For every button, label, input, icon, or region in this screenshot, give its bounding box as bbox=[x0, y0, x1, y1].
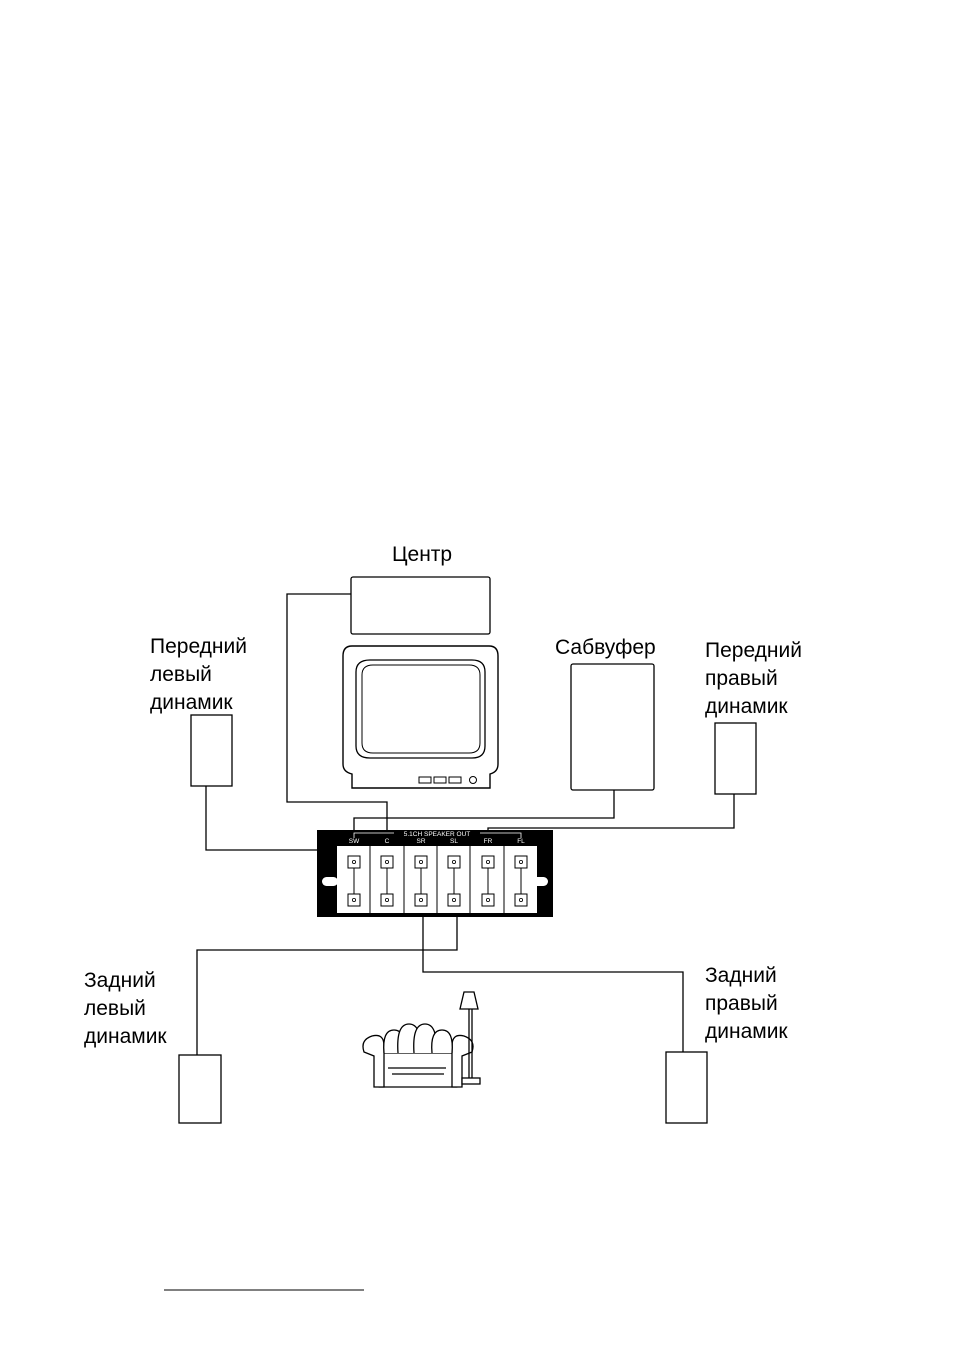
svg-text:Передний: Передний bbox=[705, 639, 802, 662]
center-speaker bbox=[351, 577, 490, 634]
channel-label-fl: FL bbox=[517, 838, 525, 845]
channel-label-c: C bbox=[385, 838, 390, 845]
terminal-screw-fr-bottom bbox=[486, 898, 489, 901]
svg-text:правый: правый bbox=[705, 667, 778, 690]
channel-label-sl: SL bbox=[450, 838, 458, 845]
rear-left-label: Задний левый динамик bbox=[84, 969, 167, 1048]
terminal-screw-sw-bottom bbox=[352, 898, 355, 901]
center-label: Центр bbox=[392, 543, 452, 566]
terminal-screw-sl-top bbox=[452, 860, 455, 863]
svg-text:Задний: Задний bbox=[84, 969, 156, 992]
svg-text:динамик: динамик bbox=[84, 1025, 167, 1048]
terminal-screw-c-top bbox=[385, 860, 388, 863]
tv-icon bbox=[343, 646, 498, 788]
front-left-wire bbox=[206, 786, 318, 850]
terminal-screw-sw-top bbox=[352, 860, 355, 863]
svg-text:Задний: Задний bbox=[705, 964, 777, 987]
terminal-screw-fr-top bbox=[486, 860, 489, 863]
front-right-label: Передний правый динамик bbox=[705, 639, 802, 718]
terminal-screw-c-bottom bbox=[385, 898, 388, 901]
front-left-speaker bbox=[191, 715, 232, 786]
front-right-speaker bbox=[715, 723, 756, 794]
rear-right-speaker bbox=[666, 1052, 707, 1123]
couch-icon bbox=[363, 1024, 473, 1087]
svg-text:левый: левый bbox=[150, 663, 212, 686]
channel-label-sr: SR bbox=[416, 838, 425, 845]
rear-right-wire bbox=[423, 905, 683, 1052]
terminal-screw-sr-bottom bbox=[419, 898, 422, 901]
channel-label-sw: SW bbox=[349, 838, 360, 845]
panel-title: 5.1CH SPEAKER OUT bbox=[404, 831, 470, 838]
svg-text:динамик: динамик bbox=[705, 1020, 788, 1043]
mount-hole-left bbox=[322, 877, 338, 886]
svg-text:динамик: динамик bbox=[150, 691, 233, 714]
svg-text:правый: правый bbox=[705, 992, 778, 1015]
subwoofer-label: Сабвуфер bbox=[555, 636, 656, 659]
front-left-label: Передний левый динамик bbox=[150, 635, 247, 714]
terminal-screw-fl-top bbox=[519, 860, 522, 863]
channel-label-fr: FR bbox=[484, 838, 493, 845]
rear-right-label: Задний правый динамик bbox=[705, 964, 788, 1043]
terminal-screw-fl-bottom bbox=[519, 898, 522, 901]
svg-text:левый: левый bbox=[84, 997, 146, 1020]
svg-text:динамик: динамик bbox=[705, 695, 788, 718]
terminal-screw-sr-top bbox=[419, 860, 422, 863]
terminal-screw-sl-bottom bbox=[452, 898, 455, 901]
subwoofer-speaker bbox=[571, 664, 654, 790]
rear-left-speaker bbox=[179, 1055, 221, 1123]
svg-text:Передний: Передний bbox=[150, 635, 247, 658]
speaker-out-panel: 5.1CH SPEAKER OUT SW C SR SL FR FL bbox=[317, 830, 553, 917]
